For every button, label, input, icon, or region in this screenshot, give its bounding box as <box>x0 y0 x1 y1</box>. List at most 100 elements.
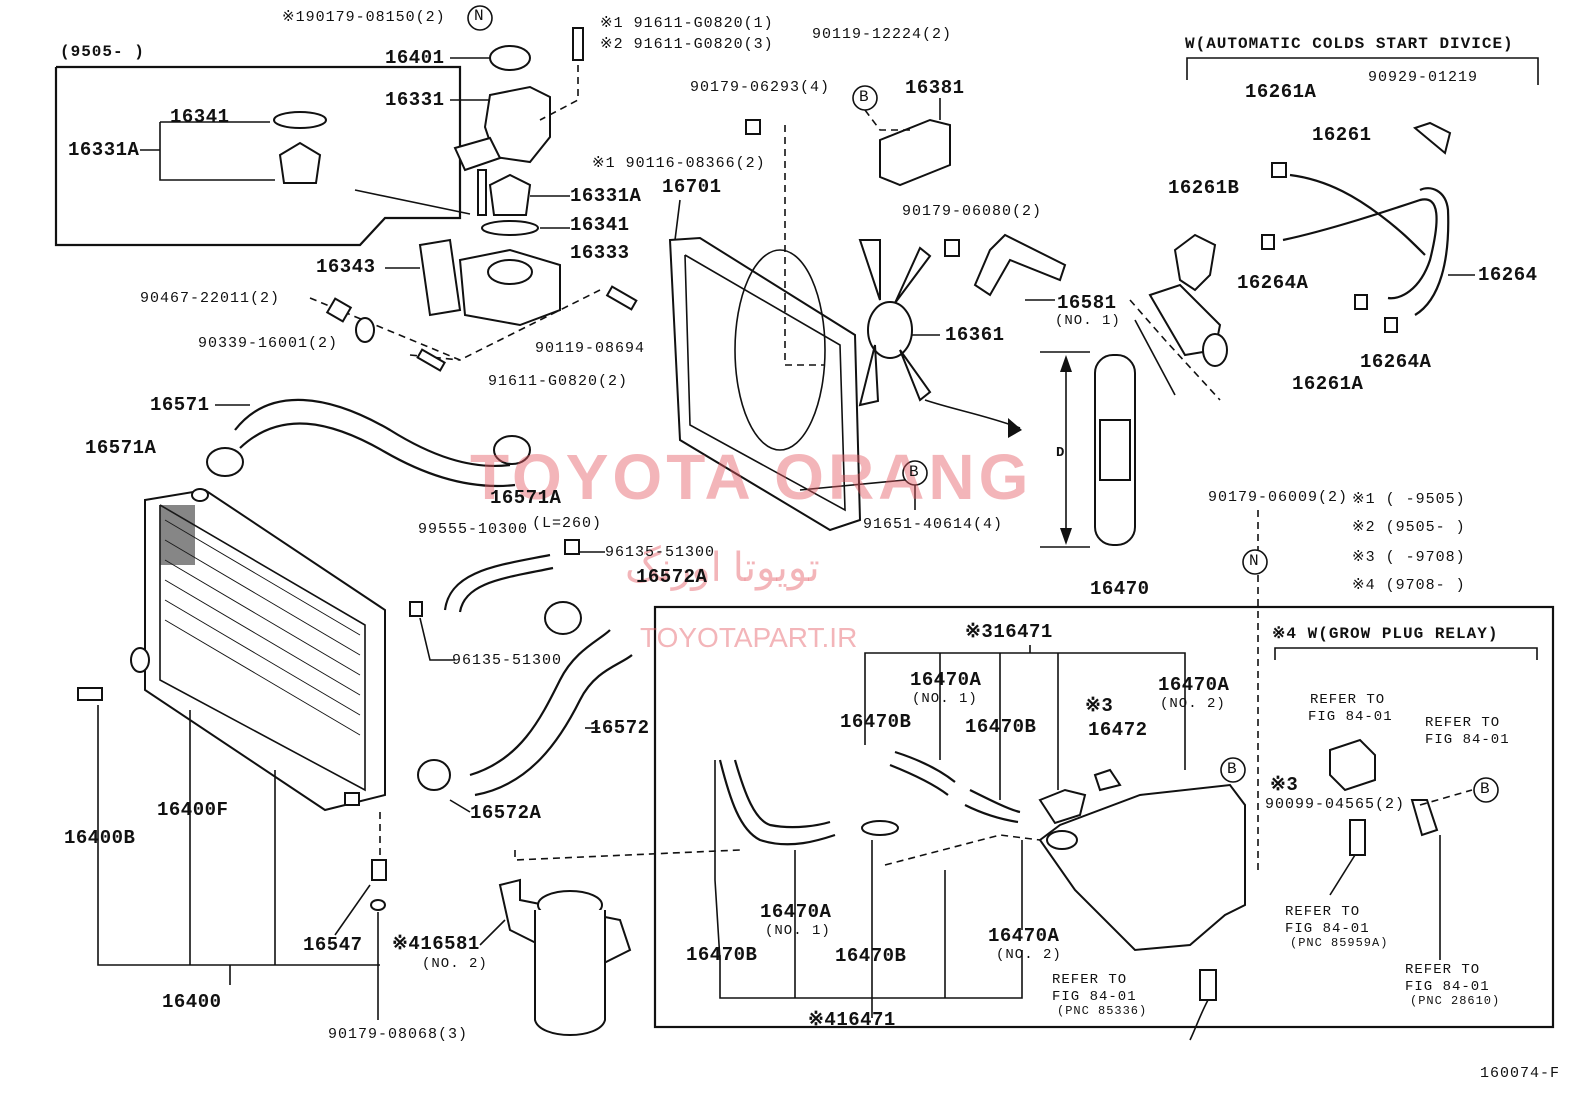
part-16571a-right: 16571A <box>490 487 562 509</box>
part-16701: 16701 <box>662 176 722 198</box>
part-16581: 16581 <box>1057 292 1117 314</box>
watermark-farsi: تویوتا اورنگ <box>625 546 820 590</box>
part-16331a-inset: 16331A <box>68 139 140 161</box>
refer-5-line3: (PNC 85336) <box>1057 1004 1148 1018</box>
part-16261b: 16261B <box>1168 177 1240 199</box>
part-16571a-left: 16571A <box>85 437 157 459</box>
refer-4-line2: FIG 84-01 <box>1405 979 1490 995</box>
part-16472: 16472 <box>1088 719 1148 741</box>
part-16470a-no2: 16470A <box>1158 674 1230 696</box>
part-91611-g0820-2: 91611-G0820(2) <box>488 373 629 390</box>
refer-2-line1: REFER TO <box>1425 715 1501 731</box>
part-16381: 16381 <box>905 77 965 99</box>
part-96135-51300-top: 96135-51300 <box>605 544 716 561</box>
part-16470b-3: 16470B <box>686 944 758 966</box>
part-316471: ※316471 <box>965 621 1053 643</box>
grow-plug-relay-label: ※4 W(GROW PLUG RELAY) <box>1272 625 1499 643</box>
part-16261a-top: 16261A <box>1245 81 1317 103</box>
part-16264a-1: 16264A <box>1237 272 1309 294</box>
part-16470: 16470 <box>1090 578 1150 600</box>
part-90179-08068: 90179-08068(3) <box>328 1026 469 1043</box>
part-l260: (L=260) <box>532 515 603 532</box>
part-16470a-mid-sub: (NO. 1) <box>765 923 831 939</box>
callout-b-box2: B <box>1480 780 1490 798</box>
part-16341: 16341 <box>570 214 630 236</box>
callout-b-top: B <box>859 88 869 106</box>
part-90339-16001: 90339-16001(2) <box>198 335 339 352</box>
part-16264a-2: 16264A <box>1360 351 1432 373</box>
note-1: ※1 ( -9505) <box>1352 491 1466 508</box>
refer-4-line3: (PNC 28610) <box>1410 994 1501 1008</box>
figure-code: 160074-F <box>1480 1065 1561 1082</box>
part-16572: 16572 <box>590 717 650 739</box>
refer-3-line1: REFER TO <box>1285 904 1361 920</box>
part-16470b-4: 16470B <box>835 945 907 967</box>
part-16400: 16400 <box>162 991 222 1013</box>
part-16470a-bottom-sub: (NO. 2) <box>996 947 1062 963</box>
refer-1-line2: FIG 84-01 <box>1308 709 1393 725</box>
part-16572a-top: 16572A <box>636 566 708 588</box>
refer-5-line1: REFER TO <box>1052 972 1128 988</box>
part-90119-08694: 90119-08694 <box>535 340 646 357</box>
part-16470a-no1: 16470A <box>910 669 982 691</box>
note-2: ※2 (9505- ) <box>1352 519 1466 536</box>
part-90119-12224: 90119-12224(2) <box>812 26 953 43</box>
part-90099-04565: 90099-04565(2) <box>1265 796 1406 813</box>
part-16264: 16264 <box>1478 264 1538 286</box>
part-90179-08150: ※190179-08150(2) <box>282 9 446 26</box>
part-99555-10300: 99555-10300 <box>418 521 529 538</box>
part-16261a-bottom: 16261A <box>1292 373 1364 395</box>
part-16581-no: (NO. 1) <box>1055 313 1121 329</box>
part-16331: 16331 <box>385 89 445 111</box>
part-90179-06080: 90179-06080(2) <box>902 203 1043 220</box>
part-16261: 16261 <box>1312 124 1372 146</box>
part-90099-mark: ※3 <box>1270 774 1299 796</box>
part-91611-g0820-1: ※1 91611-G0820(1) <box>600 15 774 32</box>
part-16571: 16571 <box>150 394 210 416</box>
watermark-brand: TOYOTA ORANG <box>470 441 1033 513</box>
part-16331a: 16331A <box>570 185 642 207</box>
part-90929-01219: 90929-01219 <box>1368 69 1479 86</box>
part-16401: 16401 <box>385 47 445 69</box>
part-16470a-mid: 16470A <box>760 901 832 923</box>
part-16470a-no2-sub: (NO. 2) <box>1160 696 1226 712</box>
part-16472-mark: ※3 <box>1085 695 1114 717</box>
part-416581-sub: (NO. 2) <box>422 956 488 972</box>
part-90116-08366: ※1 90116-08366(2) <box>592 155 766 172</box>
part-16361: 16361 <box>945 324 1005 346</box>
refer-3-line2: FIG 84-01 <box>1285 921 1370 937</box>
dimension-d: D <box>1056 445 1065 461</box>
note-4: ※4 (9708- ) <box>1352 577 1466 594</box>
part-16400b: 16400B <box>64 827 136 849</box>
callout-b-box1: B <box>1227 760 1237 778</box>
refer-4-line1: REFER TO <box>1405 962 1481 978</box>
refer-2-line2: FIG 84-01 <box>1425 732 1510 748</box>
part-16470b-2: 16470B <box>965 716 1037 738</box>
refer-5-line2: FIG 84-01 <box>1052 989 1137 1005</box>
part-16547: 16547 <box>303 934 363 956</box>
part-416471: ※416471 <box>808 1009 896 1031</box>
part-16343: 16343 <box>316 256 376 278</box>
part-90467-22011: 90467-22011(2) <box>140 290 281 307</box>
part-91651-40614: 91651-40614(4) <box>863 516 1004 533</box>
refer-3-line3: (PNC 85959A) <box>1290 936 1389 950</box>
part-416581: ※416581 <box>392 933 480 955</box>
part-90179-06293: 90179-06293(4) <box>690 79 831 96</box>
range-label: (9505- ) <box>60 43 145 61</box>
part-16470a-no1-sub: (NO. 1) <box>912 691 978 707</box>
part-16470a-bottom: 16470A <box>988 925 1060 947</box>
watermark-url: TOYOTAPART.IR <box>640 622 858 653</box>
part-16341-inset: 16341 <box>170 106 230 128</box>
part-16333: 16333 <box>570 242 630 264</box>
refer-1-line1: REFER TO <box>1310 692 1386 708</box>
auto-cold-start-label: W(AUTOMATIC COLDS START DIVICE) <box>1185 35 1514 53</box>
part-90179-06009: 90179-06009(2) <box>1208 489 1349 506</box>
note-3: ※3 ( -9708) <box>1352 549 1466 566</box>
callout-n-mid: N <box>1249 552 1259 570</box>
callout-n-top: N <box>474 7 484 25</box>
part-96135-51300-bottom: 96135-51300 <box>452 652 563 669</box>
part-16572a-bottom: 16572A <box>470 802 542 824</box>
part-16400f: 16400F <box>157 799 229 821</box>
